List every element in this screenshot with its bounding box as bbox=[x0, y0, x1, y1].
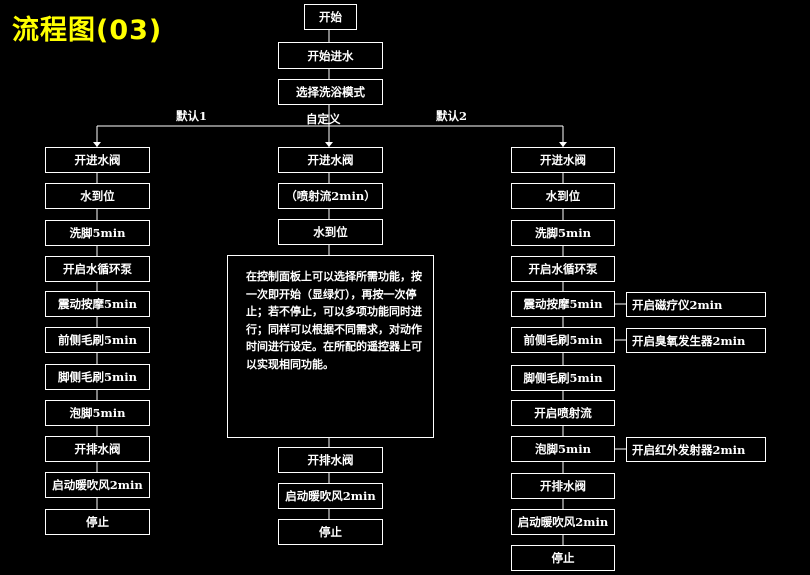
right-step: 启动暖吹风2min bbox=[511, 509, 615, 535]
right-step: 震动按摩5min bbox=[511, 291, 615, 317]
right-step: 前侧毛刷5min bbox=[511, 327, 615, 353]
mid-step: 停止 bbox=[278, 519, 383, 545]
mid-step: 启动暖吹风2min bbox=[278, 483, 383, 509]
left-step: 停止 bbox=[45, 509, 150, 535]
left-step: 前侧毛刷5min bbox=[45, 327, 150, 353]
right-step: 水到位 bbox=[511, 183, 615, 209]
side-magnetic-node: 开启磁疗仪2min bbox=[626, 292, 766, 317]
left-step: 泡脚5min bbox=[45, 400, 150, 426]
side-ozone-node: 开启臭氧发生器2min bbox=[626, 328, 766, 353]
mid-note: 在控制面板上可以选择所需功能，按一次即开始（显绿灯），再按一次停止；若不停止，可… bbox=[227, 255, 434, 438]
left-step: 启动暖吹风2min bbox=[45, 472, 150, 498]
left-step: 开启水循环泵 bbox=[45, 256, 150, 282]
right-step: 开进水阀 bbox=[511, 147, 615, 173]
branch-label-default1: 默认1 bbox=[176, 109, 208, 123]
mid-step: 开进水阀 bbox=[278, 147, 383, 173]
right-step: 脚侧毛刷5min bbox=[511, 365, 615, 391]
water-in-node: 开始进水 bbox=[278, 42, 383, 69]
left-step: 洗脚5min bbox=[45, 220, 150, 246]
branch-label-default2: 默认2 bbox=[436, 109, 468, 123]
right-step: 开启水循环泵 bbox=[511, 256, 615, 282]
mid-step: 水到位 bbox=[278, 219, 383, 245]
right-step: 开启喷射流 bbox=[511, 400, 615, 426]
right-step: 开排水阀 bbox=[511, 473, 615, 499]
right-step: 停止 bbox=[511, 545, 615, 571]
mid-step: （喷射流2min） bbox=[278, 183, 383, 209]
left-step: 震动按摩5min bbox=[45, 291, 150, 317]
left-step: 脚侧毛刷5min bbox=[45, 364, 150, 390]
branch-label-custom: 自定义 bbox=[306, 112, 341, 126]
mid-step: 开排水阀 bbox=[278, 447, 383, 473]
select-mode-node: 选择洗浴模式 bbox=[278, 79, 383, 105]
right-step: 洗脚5min bbox=[511, 220, 615, 246]
page-title: 流程图(03) bbox=[12, 15, 163, 46]
right-step: 泡脚5min bbox=[511, 436, 615, 462]
left-step: 开排水阀 bbox=[45, 436, 150, 462]
side-infrared-node: 开启红外发射器2min bbox=[626, 437, 766, 462]
start-node: 开始 bbox=[304, 4, 357, 30]
left-step: 水到位 bbox=[45, 183, 150, 209]
left-step: 开进水阀 bbox=[45, 147, 150, 173]
